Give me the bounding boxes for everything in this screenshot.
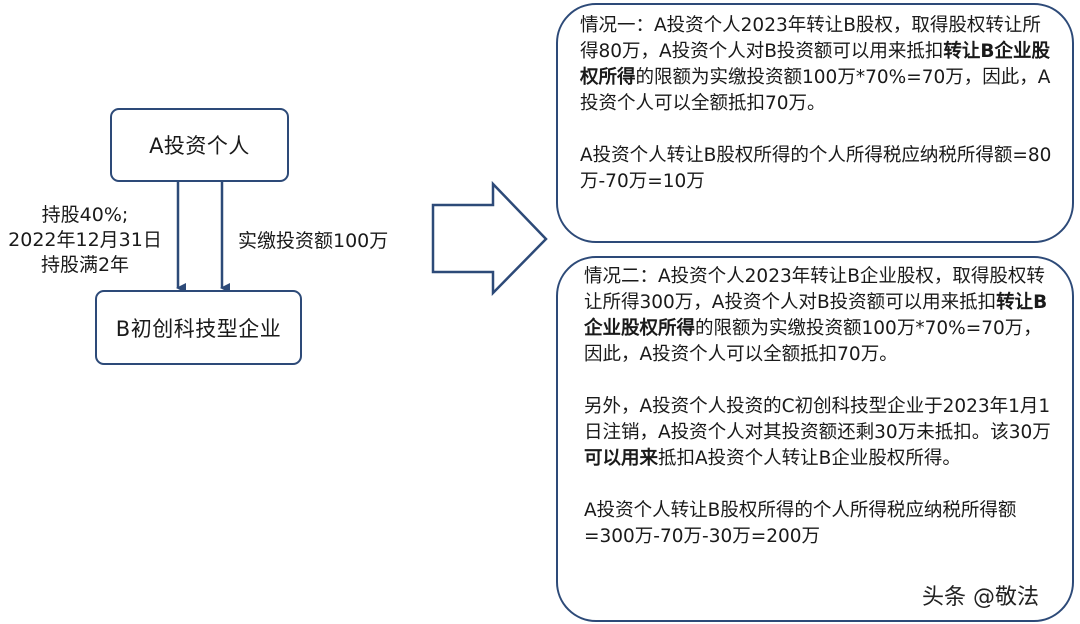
- case-one-text: 情况一：A投资个人2023年转让B股权，取得股权转让所得80万，A投资个人对B投…: [580, 15, 1041, 62]
- paragraph-spacer: [580, 117, 1058, 143]
- case-two-text: 抵扣A投资个人转让B企业股权所得。: [658, 448, 961, 469]
- block-arrow-right: [431, 180, 548, 297]
- case-two-text: 情况二：A投资个人2023年转让B企业股权，取得股权转让所得300万，A投资个人…: [584, 266, 1045, 313]
- case-two-result: A投资个人转让B股权所得的个人所得税应纳税所得额=300万-70万-30万=20…: [584, 500, 1017, 547]
- watermark: 头条 @敬法: [922, 585, 1039, 610]
- case-two-bold-text: 转让B企业股权所得: [584, 292, 1048, 339]
- shareholding-label: 持股40%; 2022年12月31日 持股满2年: [0, 203, 170, 278]
- shareholding-label-line: 持股40%;: [41, 204, 129, 226]
- case-two-paragraph-extra: 另外，A投资个人投资的C初创科技型企业于2023年1月1日注销，A投资个人对其投…: [584, 394, 1058, 472]
- paragraph-spacer: [584, 472, 1058, 498]
- investor-node: A投资个人: [110, 108, 289, 182]
- case-two-paragraph: 情况二：A投资个人2023年转让B企业股权，取得股权转让所得300万，A投资个人…: [584, 264, 1058, 368]
- case-one-text: 的限额为实缴投资额100万*70%=70万，因此，A投资个人可以全额抵扣70万。: [580, 67, 1051, 114]
- case-one-result: A投资个人转让B股权所得的个人所得税应纳税所得额=80万-70万=10万: [580, 145, 1052, 192]
- company-node: B初创科技型企业: [95, 290, 302, 365]
- case-two-bold-text: 可以用来: [584, 448, 659, 469]
- case-two-text: 另外，A投资个人投资的C初创科技型企业于2023年1月1日注销，A投资个人对其投…: [584, 396, 1051, 443]
- shareholding-label-line: 2022年12月31日: [8, 229, 162, 251]
- paragraph-spacer: [584, 368, 1058, 394]
- company-label: B初创科技型企业: [115, 316, 282, 341]
- case-one-box: 情况一：A投资个人2023年转让B股权，取得股权转让所得80万，A投资个人对B投…: [556, 3, 1074, 243]
- investment-label: 实缴投资额100万: [238, 230, 389, 252]
- case-two-box: 情况二：A投资个人2023年转让B企业股权，取得股权转让所得300万，A投资个人…: [556, 256, 1074, 622]
- case-one-bold-text: 转让B企业股权所得: [580, 41, 1050, 88]
- case-one-paragraph: 情况一：A投资个人2023年转让B股权，取得股权转让所得80万，A投资个人对B投…: [580, 13, 1058, 117]
- shareholding-label-line: 持股满2年: [40, 254, 130, 276]
- case-two-text: 的限额为实缴投资额100万*70%=70万，因此，A投资个人可以全额抵扣70万。: [584, 318, 1042, 365]
- investor-label: A投资个人: [149, 134, 250, 158]
